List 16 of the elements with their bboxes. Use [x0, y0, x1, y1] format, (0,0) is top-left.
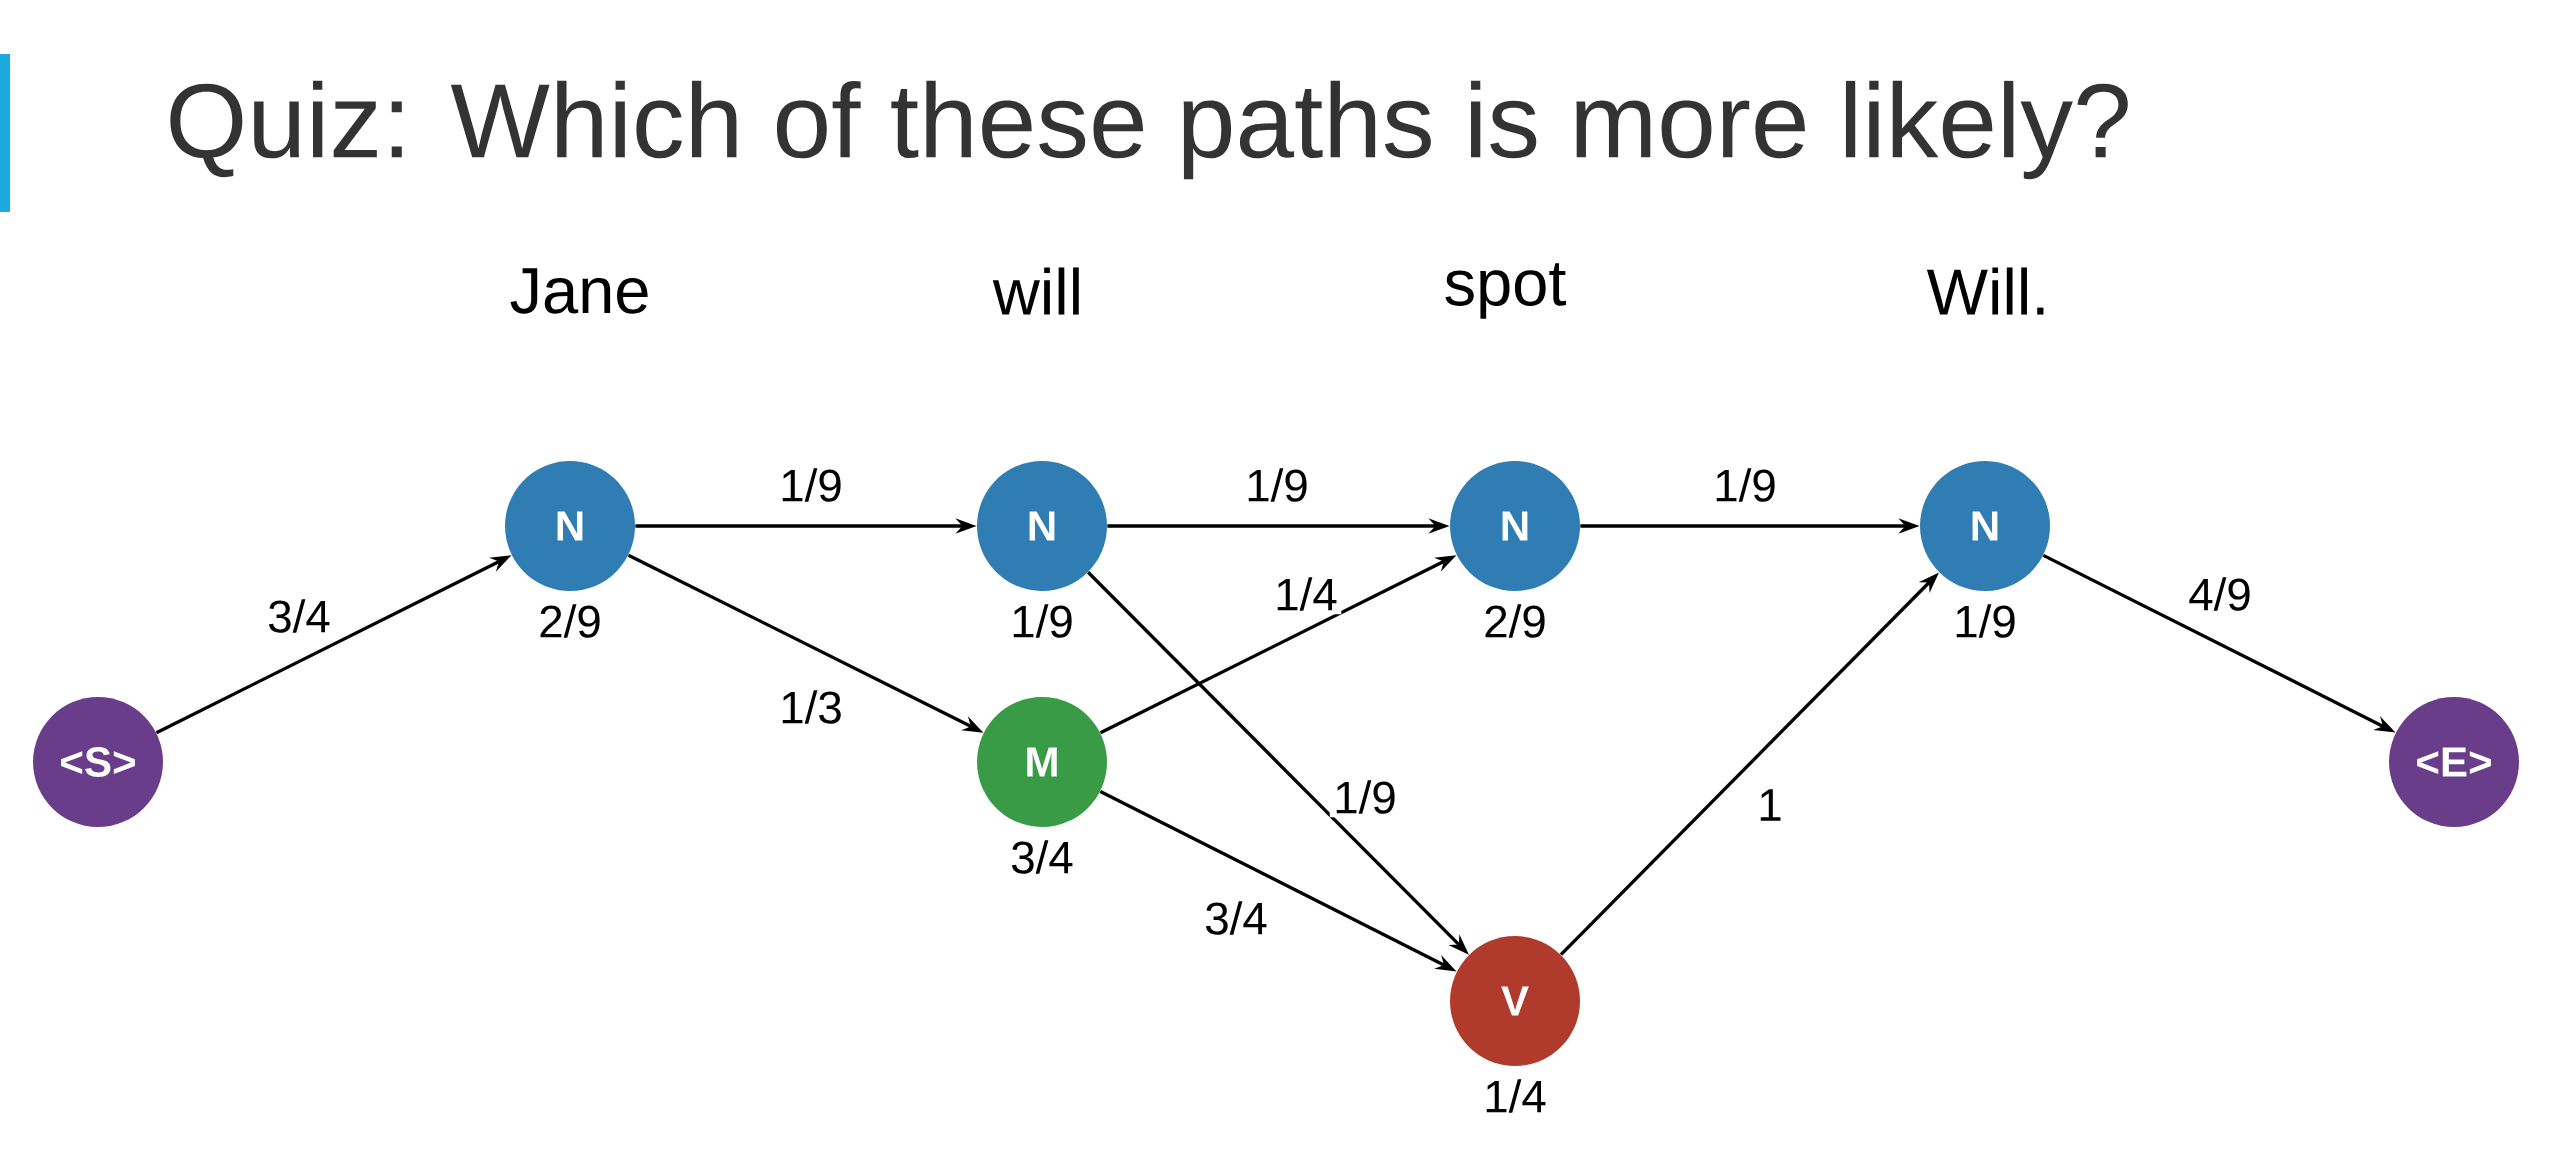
- probability-label: 1/9: [1013, 604, 1072, 638]
- probability-label: 2/9: [540, 604, 600, 638]
- probability-label: 3/4: [1012, 840, 1073, 874]
- probability-label: 2/9: [1485, 604, 1545, 638]
- edge-label: 1/9: [1241, 464, 1313, 506]
- edge-label: 1/3: [775, 686, 847, 728]
- edge-label: 1/4: [1270, 573, 1342, 615]
- edge-label: 4/9: [2184, 573, 2256, 615]
- probability-label: 1/4: [1486, 1079, 1546, 1113]
- probability-label: 1/9: [1956, 604, 2015, 638]
- edge-label: 1/9: [775, 464, 847, 506]
- edge-label: 3/4: [263, 595, 335, 637]
- title: Quiz: Which of these paths is more likely?: [170, 80, 2128, 180]
- edge-label: 1/9: [1329, 776, 1401, 818]
- edge-label: 3/4: [1200, 897, 1272, 939]
- edge-label: 1/9: [1709, 464, 1781, 506]
